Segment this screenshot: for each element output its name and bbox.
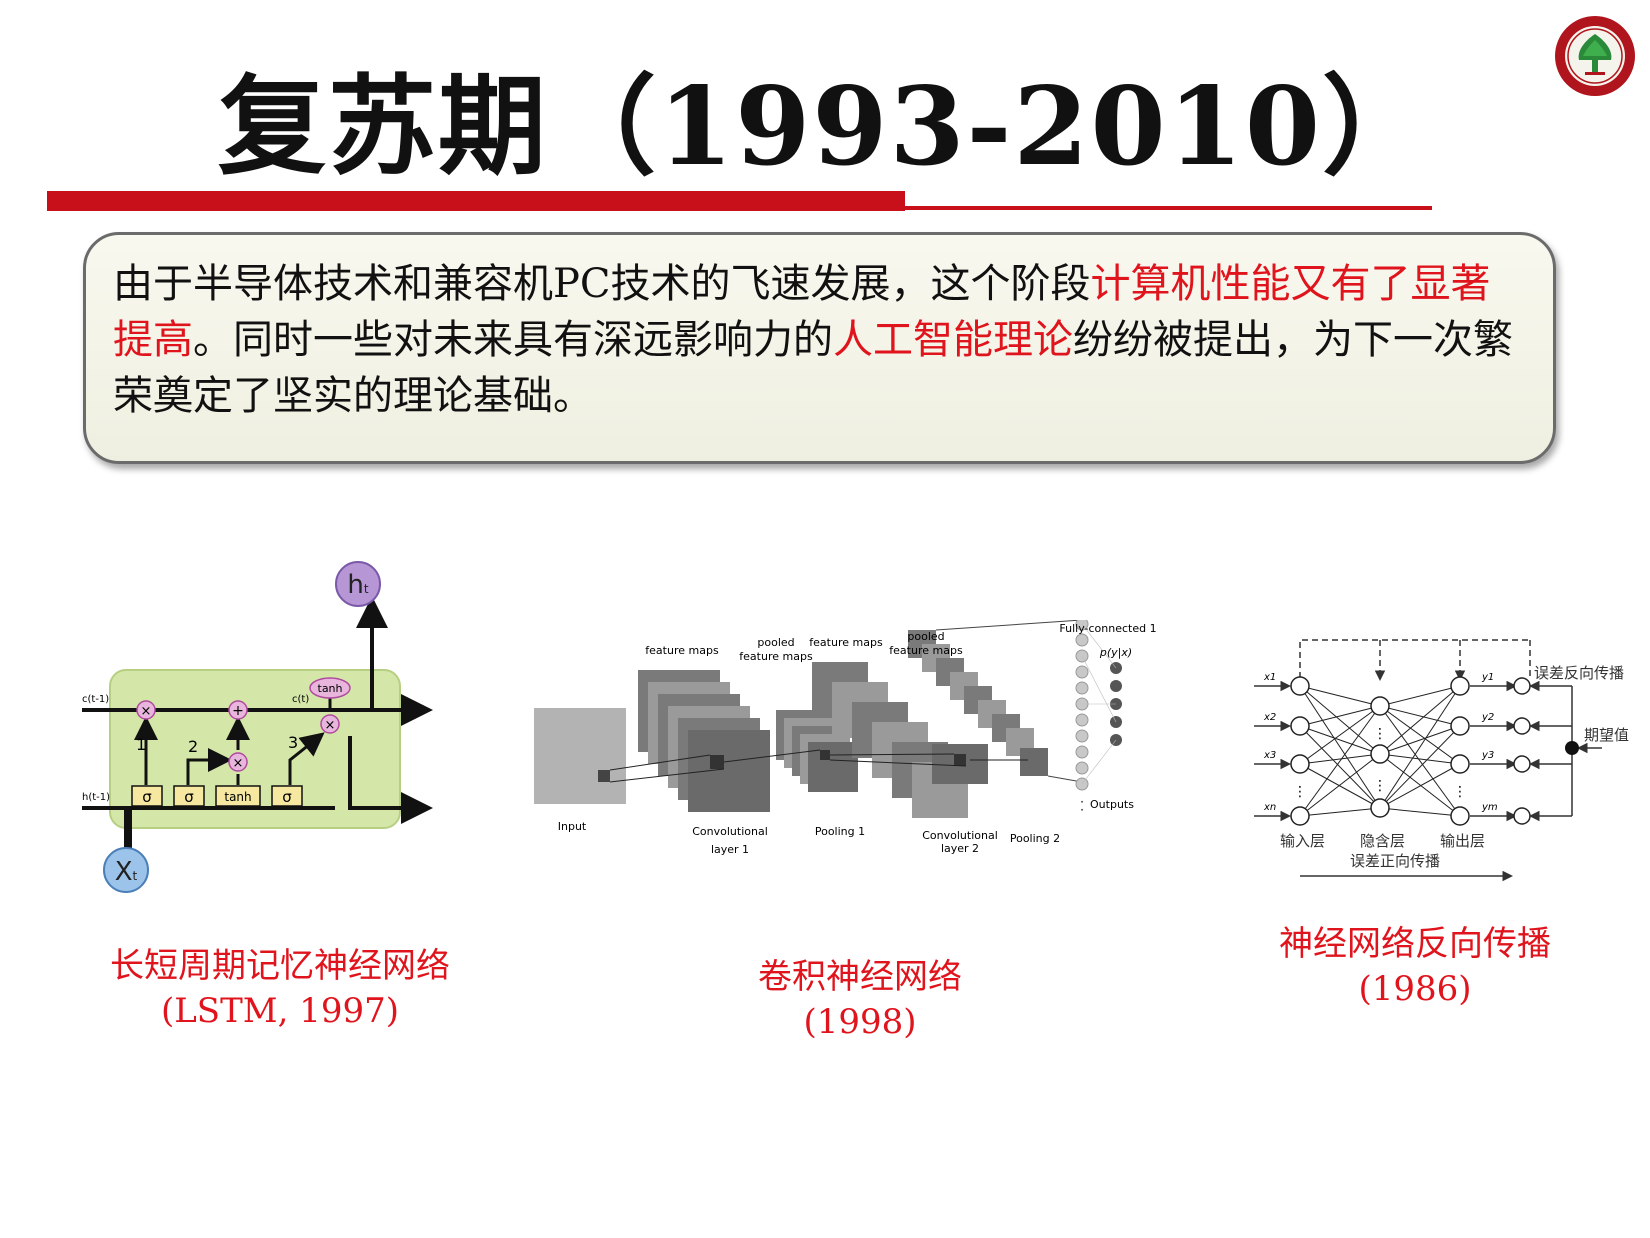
cnn-pooled-label: pooled: [907, 630, 944, 643]
lstm-op-label: ×: [325, 718, 336, 733]
title-underline-thick: [47, 191, 905, 211]
cnn-diagram: · · Input Convolutional layer 1 Pooling …: [534, 620, 1134, 856]
cnn-caption-year: (1998): [803, 1002, 917, 1042]
intro-highlight-ai-theory: 人工智能理论: [833, 317, 1073, 363]
lstm-output-node: [335, 561, 381, 607]
lstm-input-multiply: [228, 752, 248, 772]
cnn-feature-maps-label: feature maps: [809, 636, 883, 649]
cnn-conv2-label: layer 2: [941, 842, 979, 855]
svg-text:⋮: ⋮: [1293, 784, 1307, 800]
svg-text:·: ·: [1080, 803, 1084, 817]
svg-text:·: ·: [1080, 795, 1084, 809]
bp-output-layer-label: 输出层: [1440, 832, 1485, 850]
lstm-sigma-gate: [173, 785, 205, 807]
intro-highlight-performance: 计算机性能又有了显著提高: [113, 261, 1491, 363]
bp-y-label: ym: [1481, 802, 1498, 813]
bp-caption: 神经网络反向传播 (1986): [1220, 922, 1610, 1012]
lstm-op-label: ×: [233, 756, 244, 771]
lstm-gate-number: 1: [136, 735, 146, 754]
bp-caption-year: (1986): [1358, 969, 1472, 1009]
lstm-gate-number: 3: [288, 733, 298, 752]
bp-input-layer-label: 输入层: [1280, 832, 1325, 850]
lstm-tanh-op: [309, 677, 351, 699]
university-seal-logo: [1555, 16, 1635, 96]
slide-title: 复苏期（1993-2010）: [218, 64, 1432, 190]
lstm-sigma-gate: [131, 785, 163, 807]
bp-hidden-layer-label: 隐含层: [1360, 832, 1405, 850]
intro-text-part3: 纷纷被提出，为下一次繁荣奠定了坚实的理论基础。: [113, 317, 1513, 419]
cnn-pooled-label: pooled: [757, 636, 794, 649]
lstm-sigma-label: σ: [184, 788, 194, 806]
cnn-caption-title: 卷积神经网络: [758, 957, 962, 997]
lstm-gate-number: 2: [188, 737, 198, 756]
bp-target-nodes: [1513, 677, 1531, 825]
bp-y-label: y1: [1481, 672, 1494, 683]
bp-y-label: y3: [1481, 750, 1494, 761]
cnn-input-label: Input: [558, 820, 587, 833]
lstm-caption-title: 长短周期记忆神经网络: [110, 946, 450, 986]
lstm-caption-year: (LSTM, 1997): [160, 991, 400, 1031]
cnn-pooled-label: feature maps: [889, 644, 963, 657]
cnn-conv1-label: layer 1: [711, 843, 749, 856]
cnn-conv2-label: Convolutional: [922, 829, 998, 842]
bp-x-label: x2: [1263, 712, 1276, 723]
bp-input-layer: [1290, 676, 1310, 826]
lstm-sigma-gate: [271, 785, 303, 807]
cnn-fc-label: Fully-connected 1: [1059, 622, 1156, 635]
lstm-tanh-label: tanh: [224, 790, 251, 804]
cnn-conv1-map: [688, 730, 770, 812]
bp-forward-label: 误差正向传播: [1350, 852, 1440, 870]
cnn-feature-maps-label: feature maps: [645, 644, 719, 657]
intro-text-box: [83, 232, 1556, 464]
lstm-forget-multiply: [136, 700, 156, 720]
lstm-input-node: [103, 847, 149, 893]
lstm-cell-in-label: c(t-1): [82, 694, 109, 705]
backprop-diagram: ⋮ ⋮ ⋮ ⋮ x1 x2 x3 xn y1 y2 y3 ym 误差反向传播 期…: [1254, 639, 1629, 882]
cnn-caption: 卷积神经网络 (1998): [640, 955, 1080, 1045]
cnn-input-image: [534, 708, 626, 804]
lstm-cell-out-label: c(t): [292, 694, 309, 705]
svg-text:⋮: ⋮: [1453, 784, 1467, 800]
lstm-op-label: +: [232, 703, 244, 719]
lstm-op-label: ×: [141, 704, 152, 719]
lstm-caption: 长短周期记忆神经网络 (LSTM, 1997): [60, 944, 500, 1034]
lstm-input-label: Xt: [115, 857, 138, 887]
title-underline-thin: [905, 206, 1432, 210]
lstm-diagram: σ σ tanh σ × + × tanh × 1 2 3 c(t-1) c(t…: [82, 561, 433, 893]
lstm-op-label: tanh: [318, 682, 343, 695]
bp-x-label: x3: [1263, 750, 1276, 761]
cnn-pool1-label: Pooling 1: [815, 825, 865, 838]
cnn-conv1-label: Convolutional: [692, 825, 768, 838]
bp-hidden-layer: [1370, 696, 1390, 818]
intro-text-part2: 。同时一些对未来具有深远影响力的: [193, 317, 833, 363]
lstm-output-label: ht: [347, 570, 368, 600]
lstm-sigma-label: σ: [282, 788, 292, 806]
svg-text:⋮: ⋮: [1373, 726, 1387, 742]
lstm-sigma-label: σ: [142, 788, 152, 806]
bp-expected-label: 期望值: [1584, 726, 1629, 744]
bp-y-label: y2: [1481, 712, 1494, 723]
cnn-prob-label: p(y|x): [1099, 646, 1132, 659]
bp-caption-title: 神经网络反向传播: [1279, 924, 1551, 964]
cnn-pooled-label: feature maps: [739, 650, 813, 663]
lstm-cell-add: [228, 700, 248, 720]
bp-back-label: 误差反向传播: [1534, 664, 1624, 682]
bp-x-label: xn: [1263, 802, 1276, 813]
lstm-tanh-gate: [215, 785, 261, 807]
lstm-hidden-in-label: h(t-1): [82, 792, 110, 803]
cnn-pool1-map: [808, 742, 858, 792]
bp-output-layer: [1450, 676, 1470, 826]
intro-paragraph: 由于半导体技术和兼容机PC技术的飞速发展，这个阶段计算机性能又有了显著提高。同时…: [113, 256, 1513, 424]
cnn-top-labels: feature maps pooled feature maps feature…: [645, 622, 1156, 663]
svg-text:⋮: ⋮: [1373, 778, 1387, 794]
lstm-output-multiply: [320, 714, 340, 734]
intro-text-part1: 由于半导体技术和兼容机PC技术的飞速发展，这个阶段: [113, 261, 1091, 307]
cnn-pool2-map: [1020, 748, 1048, 776]
cnn-pool2-label: Pooling 2: [1010, 832, 1060, 845]
bp-expected-node: [1565, 741, 1579, 755]
cnn-outputs-label: Outputs: [1090, 798, 1134, 811]
bp-x-label: x1: [1263, 672, 1276, 683]
